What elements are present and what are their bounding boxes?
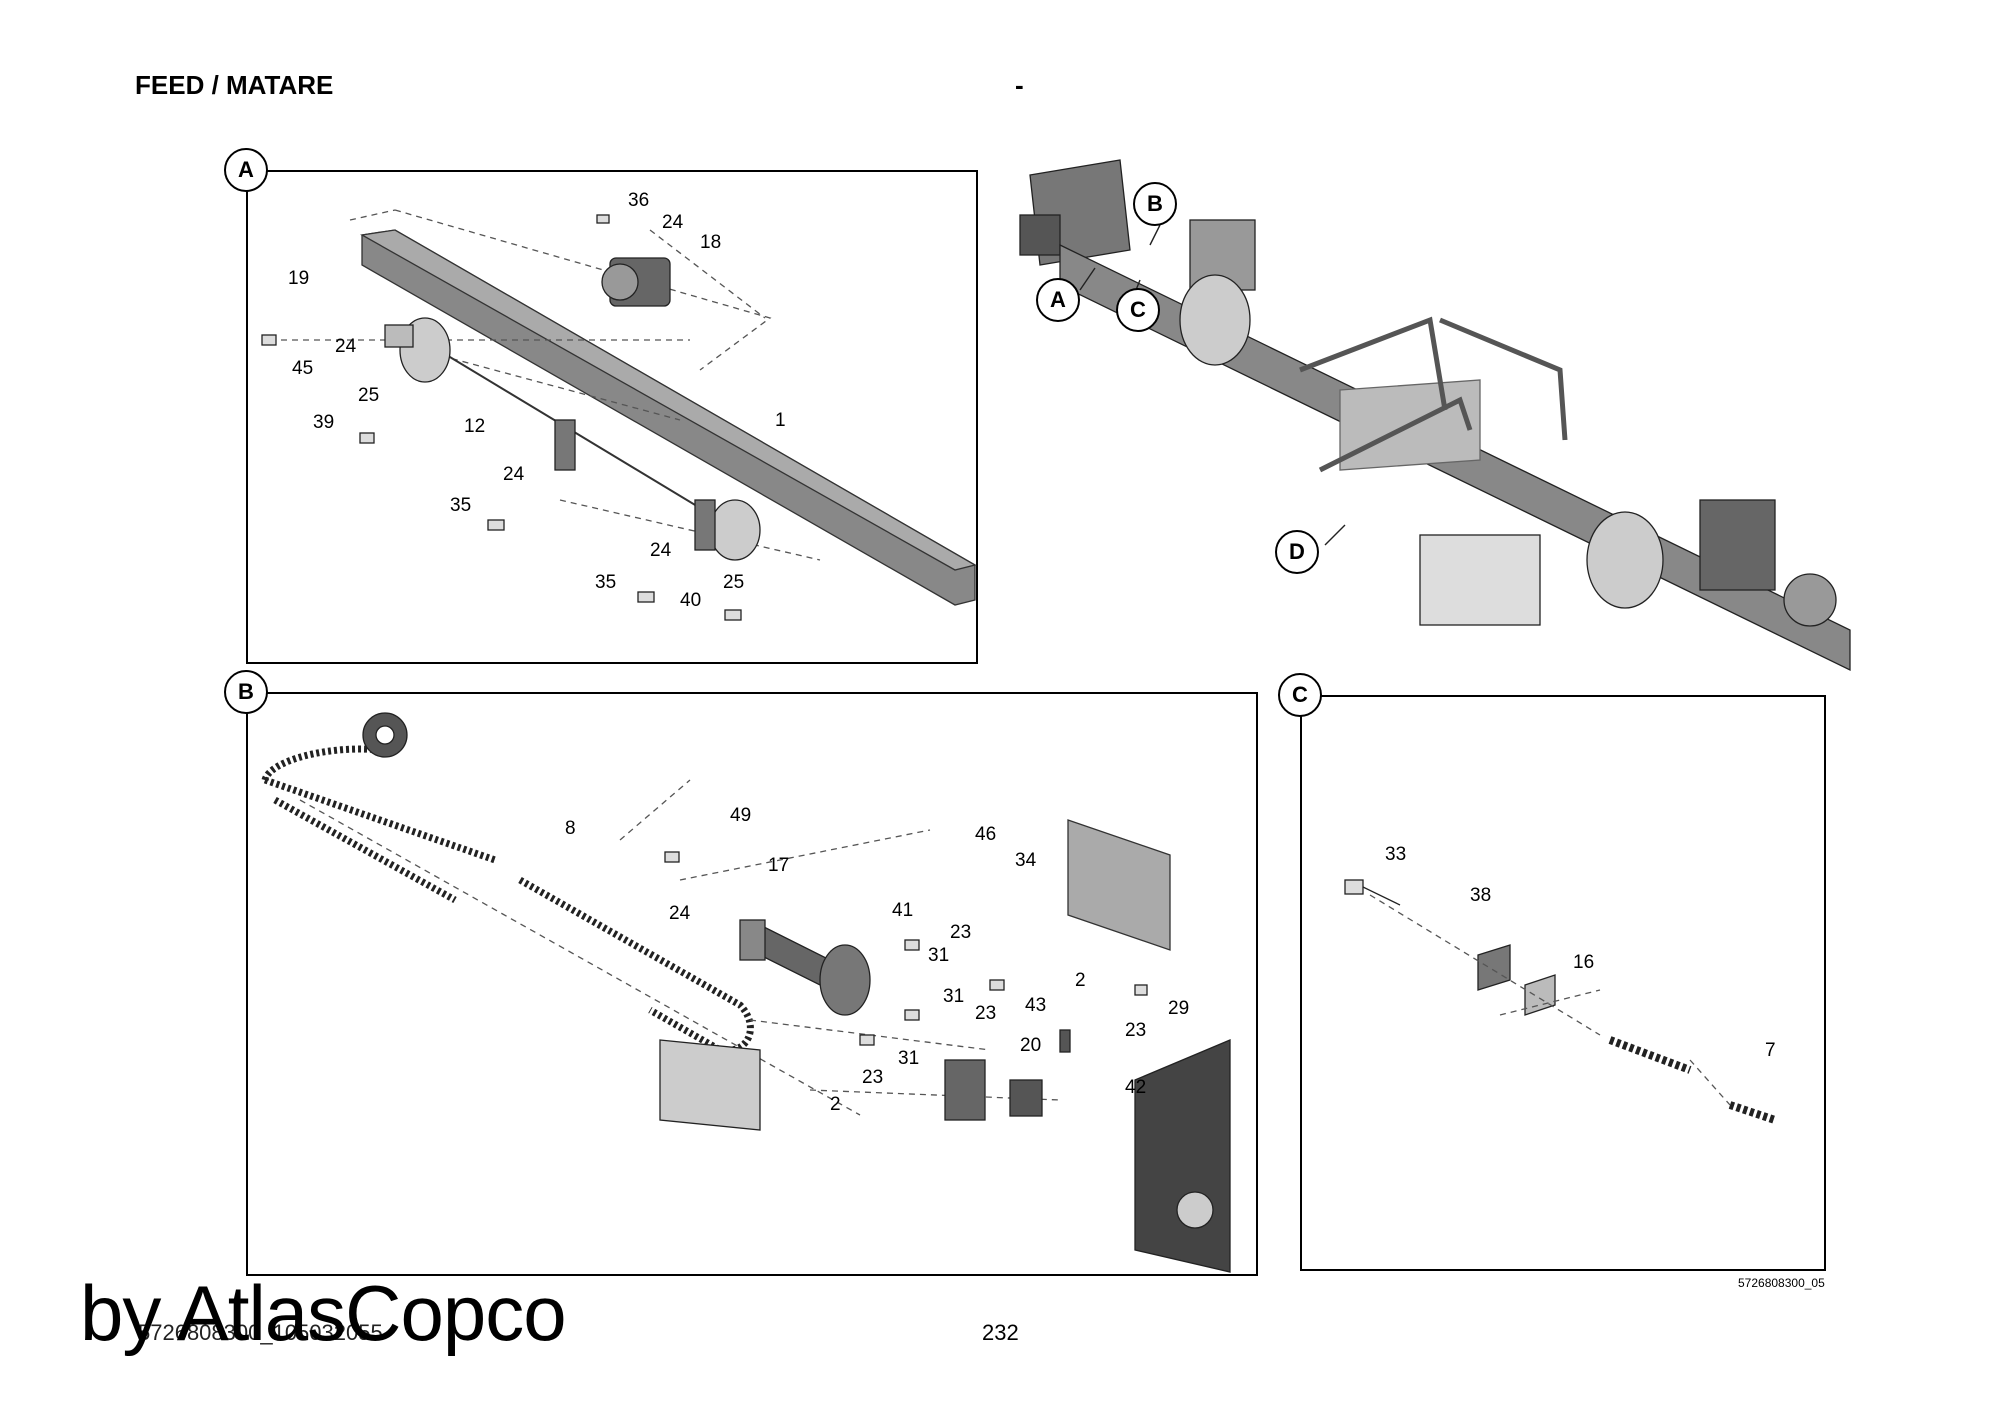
callout-b-2: 2: [1075, 970, 1086, 991]
shaft-17: [739, 919, 871, 1016]
plate-upper-right: [1067, 819, 1171, 951]
panel-a-tag: A: [224, 148, 268, 192]
callout-c-16: 16: [1573, 952, 1595, 973]
page-number: 232: [982, 1320, 1019, 1345]
callout-b-41: 41: [892, 900, 914, 921]
callout-c-7: 7: [1765, 1040, 1776, 1061]
callout-b-31b: 31: [943, 986, 965, 1007]
image-code: 5726808300_05: [1738, 1276, 1825, 1290]
callout-b-20: 20: [1020, 1035, 1042, 1056]
callout-b-29: 29: [1168, 998, 1190, 1019]
overview-tag-b: B: [1133, 182, 1177, 226]
callout-a-24: 24: [662, 212, 684, 233]
callout-a-24b: 24: [335, 336, 357, 357]
panel-b-tag: B: [224, 670, 268, 714]
callout-b-43: 43: [1025, 995, 1047, 1016]
bracket-20: [944, 1059, 1043, 1121]
sprocket-top-B: [362, 712, 408, 758]
callout-a-12: 12: [464, 416, 486, 437]
callout-a-1: 1: [775, 410, 786, 431]
callout-a-40: 40: [680, 590, 702, 611]
callout-b-46: 46: [975, 824, 997, 845]
callout-a-39: 39: [313, 412, 335, 433]
carriage-right: [1134, 1039, 1231, 1273]
panel-c-tag: C: [1278, 673, 1322, 717]
chain-7: [1608, 1036, 1777, 1124]
sprocket-1: [709, 499, 761, 561]
callout-b-49: 49: [730, 805, 752, 826]
overview-tag-d: D: [1275, 530, 1319, 574]
chain-8: [261, 745, 754, 1054]
panel-b: [246, 692, 1258, 1276]
callout-b-31: 31: [928, 945, 950, 966]
sprocket-12: [384, 317, 451, 383]
callout-b-23d: 23: [862, 1067, 884, 1088]
document-number: 5726808300_105032055: [138, 1320, 383, 1345]
callout-b-17: 17: [768, 855, 790, 876]
callout-a-45: 45: [292, 358, 314, 379]
callout-c-38: 38: [1470, 885, 1492, 906]
callout-b-2b: 2: [830, 1094, 841, 1115]
watermark: by AtlasCopco: [80, 1269, 567, 1357]
callout-a-25b: 25: [723, 572, 745, 593]
callout-b-24: 24: [669, 903, 691, 924]
callout-a-24d: 24: [650, 540, 672, 561]
overview-tag-a: A: [1036, 278, 1080, 322]
callout-a-19: 19: [288, 268, 310, 289]
callout-a-24c: 24: [503, 464, 525, 485]
callout-b-31c: 31: [898, 1048, 920, 1069]
page-title: FEED / MATARE: [135, 70, 334, 100]
overview-guard-rails: [1299, 316, 1568, 473]
panel-c: [1300, 695, 1826, 1271]
callout-b-34: 34: [1015, 850, 1037, 871]
bolt-33: [1344, 879, 1401, 906]
overview-machine: [1019, 159, 1851, 672]
callout-a-18: 18: [700, 232, 722, 253]
callout-a-25: 25: [358, 385, 380, 406]
callout-b-8: 8: [565, 818, 576, 839]
motor-18: [601, 257, 671, 307]
callout-b-23: 23: [950, 922, 972, 943]
header-center-mark: -: [1015, 70, 1024, 100]
callout-a-36: 36: [628, 190, 650, 211]
shackle-16: [1477, 944, 1556, 1016]
callout-a-35: 35: [450, 495, 472, 516]
callout-a-35b: 35: [595, 572, 617, 593]
bracket-A1: [554, 419, 716, 551]
callout-c-33: 33: [1385, 844, 1407, 865]
callout-b-23c: 23: [1125, 1020, 1147, 1041]
overview-tag-c: C: [1116, 288, 1160, 332]
callout-b-42: 42: [1125, 1077, 1147, 1098]
callout-b-23b: 23: [975, 1003, 997, 1024]
plate-2-left: [659, 1039, 761, 1131]
